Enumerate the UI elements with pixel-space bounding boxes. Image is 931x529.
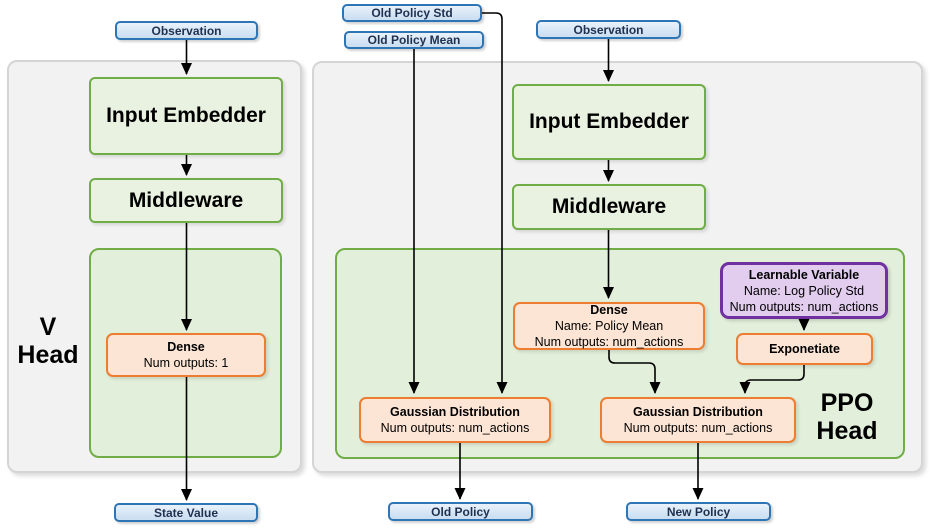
gaussian-distribution-new-node: Gaussian Distribution Num outputs: num_a… xyxy=(600,397,796,443)
dense-v-detail: Num outputs: 1 xyxy=(143,356,229,370)
gaussian-new-outputs: Num outputs: num_actions xyxy=(623,421,773,435)
dense-v-node: Dense Num outputs: 1 xyxy=(106,333,266,377)
observation-input-left: Observation xyxy=(115,21,258,40)
middleware-v: Middleware xyxy=(89,178,283,223)
learnable-variable-outputs: Num outputs: num_actions xyxy=(729,299,879,314)
gaussian-old-title: Gaussian Distribution xyxy=(390,405,520,419)
learnable-variable-name: Name: Log Policy Std xyxy=(743,283,865,298)
gaussian-new-title: Gaussian Distribution xyxy=(633,405,763,419)
gaussian-old-outputs: Num outputs: num_actions xyxy=(380,421,530,435)
ppo-head-label-line1: PPO xyxy=(820,389,874,417)
new-policy-output: New Policy xyxy=(626,502,771,521)
learnable-variable-node: Learnable Variable Name: Log Policy Std … xyxy=(720,262,888,319)
observation-input-right: Observation xyxy=(536,20,681,39)
input-embedder-v: Input Embedder xyxy=(89,77,283,155)
old-policy-mean-input: Old Policy Mean xyxy=(344,31,484,49)
state-value-output: State Value xyxy=(114,503,258,522)
v-head-label: V Head xyxy=(8,312,88,370)
dense-policy-mean-node: Dense Name: Policy Mean Num outputs: num… xyxy=(513,302,705,350)
old-policy-output: Old Policy xyxy=(388,502,533,521)
input-embedder-ppo: Input Embedder xyxy=(512,84,706,160)
ppo-head-label-line2: Head xyxy=(816,417,878,445)
dense-policy-mean-name: Name: Policy Mean xyxy=(554,319,664,333)
v-head-label-line2: Head xyxy=(17,341,79,369)
exponetiate-node: Exponetiate xyxy=(736,333,873,365)
dense-policy-mean-outputs: Num outputs: num_actions xyxy=(534,335,684,349)
middleware-ppo: Middleware xyxy=(512,184,706,230)
old-policy-std-input: Old Policy Std xyxy=(342,4,482,22)
gaussian-distribution-old-node: Gaussian Distribution Num outputs: num_a… xyxy=(359,397,551,443)
v-head-label-line1: V xyxy=(39,313,57,341)
learnable-variable-title: Learnable Variable xyxy=(748,267,860,282)
exponetiate-title: Exponetiate xyxy=(769,342,840,356)
dense-policy-mean-title: Dense xyxy=(590,303,628,317)
dense-v-title: Dense xyxy=(167,340,205,354)
ppo-head-label: PPO Head xyxy=(807,388,887,446)
